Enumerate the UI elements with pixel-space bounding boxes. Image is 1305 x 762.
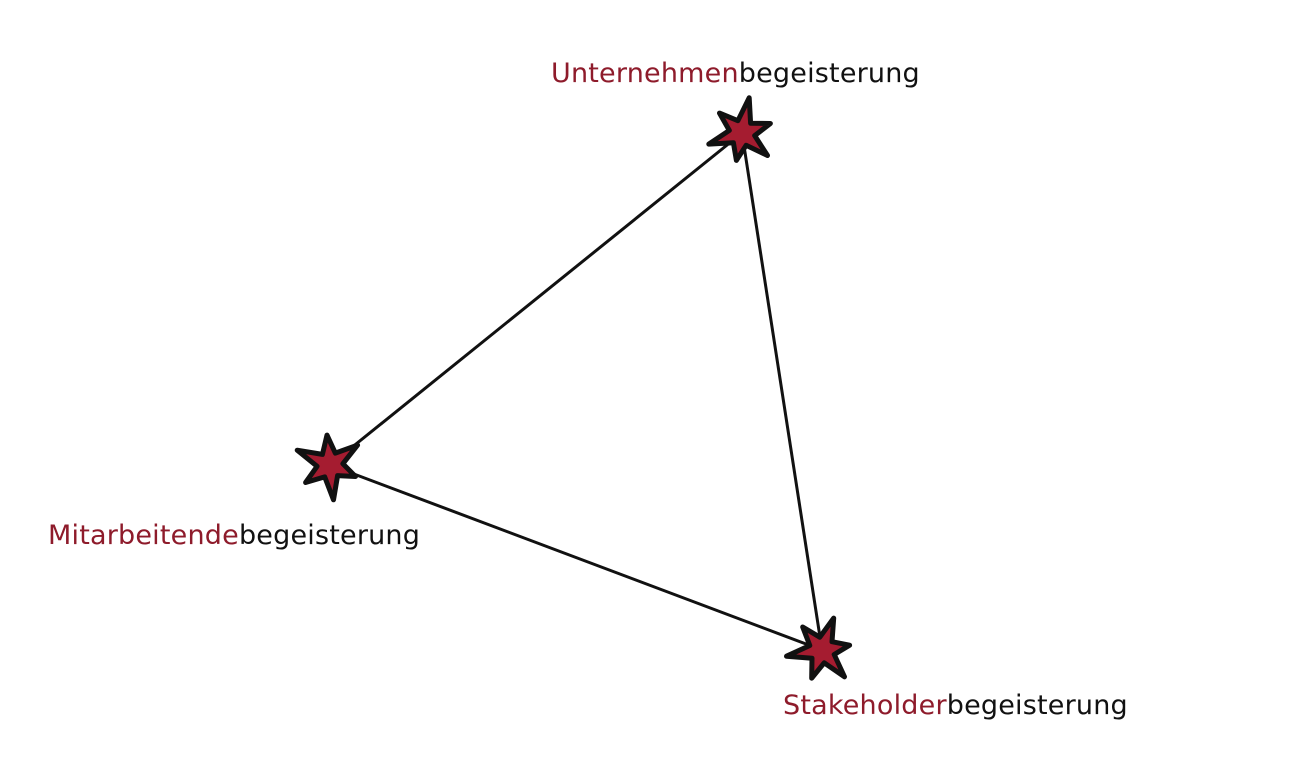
label-prefix: Stakeholder: [783, 690, 947, 721]
label-prefix: Unternehmen: [551, 58, 739, 89]
label-suffix: begeisterung: [946, 690, 1128, 721]
label-suffix: begeisterung: [238, 520, 421, 551]
label-unternehmen: Unternehmenbegeisterung: [551, 58, 920, 89]
star-burst-icon: [784, 615, 853, 681]
star-burst-icon: [706, 95, 773, 163]
label-stakeholder: Stakeholderbegeisterung: [783, 690, 1128, 721]
label-prefix: Mitarbeitende: [48, 520, 239, 551]
star-burst-icon: [294, 432, 361, 503]
edge-unternehmen-mitarbeitende: [329, 131, 743, 467]
edge-unternehmen-stakeholder: [740, 132, 824, 651]
edge-mitarbeitende-stakeholder: [329, 463, 823, 652]
label-suffix: begeisterung: [738, 58, 920, 89]
label-mitarbeitende: Mitarbeitendebegeisterung: [48, 520, 420, 551]
